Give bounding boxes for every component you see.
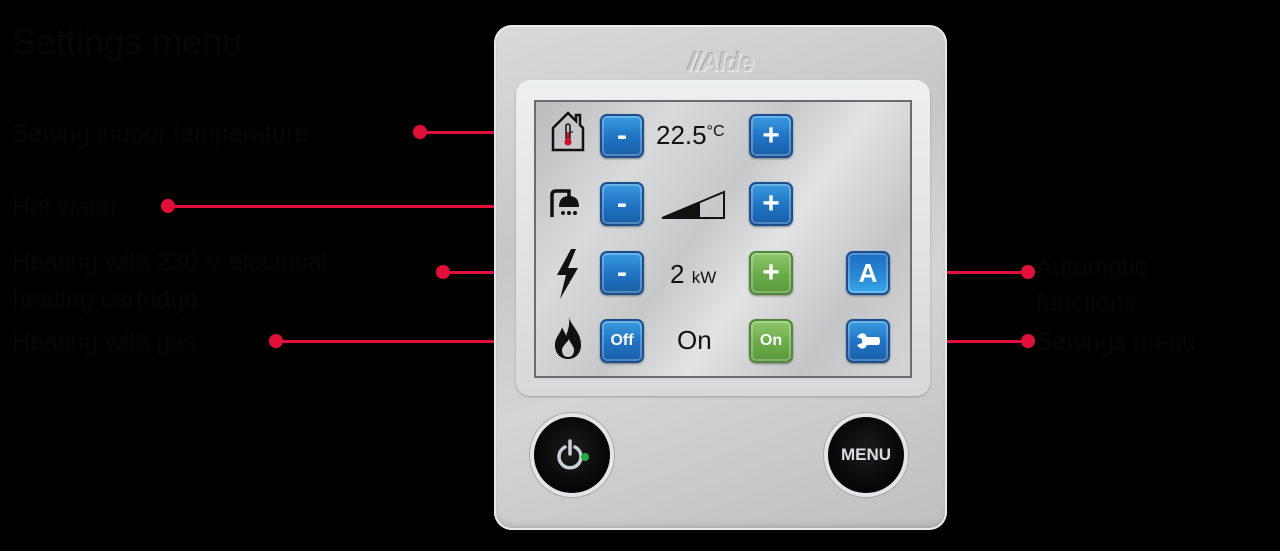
- screen-bezel: - 22.5°C + - + - 2 kW +: [516, 80, 930, 396]
- connector-line-settings: [898, 340, 1028, 343]
- label-electric-heating-line2: heating cartridge: [12, 286, 199, 314]
- temperature-decrease-button[interactable]: -: [600, 114, 644, 158]
- wrench-icon: [857, 333, 880, 349]
- hot-water-increase-button[interactable]: +: [749, 182, 793, 226]
- power-icon: [557, 439, 589, 470]
- electric-decrease-button[interactable]: -: [600, 251, 644, 295]
- connector-line-gas: [276, 340, 563, 343]
- lightning-icon: [557, 249, 578, 299]
- flame-icon: [555, 317, 581, 359]
- gas-off-button[interactable]: Off: [600, 319, 644, 363]
- shower-icon: [550, 189, 579, 217]
- connector-line-automatic: [898, 271, 1028, 274]
- gas-on-button[interactable]: On: [749, 319, 793, 363]
- label-indoor-temperature: Setting indoor temperature: [12, 120, 309, 148]
- temperature-value: 22.5°C: [656, 120, 725, 150]
- electric-power-value: 2 kW: [670, 259, 717, 289]
- label-settings-menu: Settings menu: [1036, 328, 1196, 356]
- settings-menu-button[interactable]: [846, 319, 890, 363]
- connector-line-temperature: [420, 131, 563, 134]
- connector-dot: [1021, 265, 1035, 279]
- gas-status-value: On: [677, 325, 712, 355]
- level-ramp-icon: [661, 190, 725, 219]
- label-hot-water: Hot water: [12, 193, 119, 221]
- label-gas-heating: Heating with gas: [12, 328, 197, 356]
- connector-dot: [1021, 334, 1035, 348]
- label-automatic-line1: Automatic: [1036, 253, 1148, 281]
- temperature-increase-button[interactable]: +: [749, 114, 793, 158]
- menu-button[interactable]: MENU: [828, 417, 904, 493]
- brand-logo: //Alde: [688, 47, 754, 77]
- power-button[interactable]: [534, 417, 610, 493]
- house-thermometer-icon: [551, 111, 585, 152]
- connector-line-hot-water: [168, 205, 563, 208]
- label-automatic-line2: functions: [1036, 289, 1137, 317]
- automatic-functions-button[interactable]: A: [846, 251, 890, 295]
- touch-screen: - 22.5°C + - + - 2 kW +: [534, 100, 912, 378]
- hot-water-decrease-button[interactable]: -: [600, 182, 644, 226]
- page-title: Settings menu: [12, 21, 243, 62]
- electric-increase-button[interactable]: +: [749, 251, 793, 295]
- control-panel-device: //Alde - 22.5°C + -: [494, 25, 947, 530]
- label-electric-heating-line1: Heating with 230 V electrical: [12, 248, 328, 276]
